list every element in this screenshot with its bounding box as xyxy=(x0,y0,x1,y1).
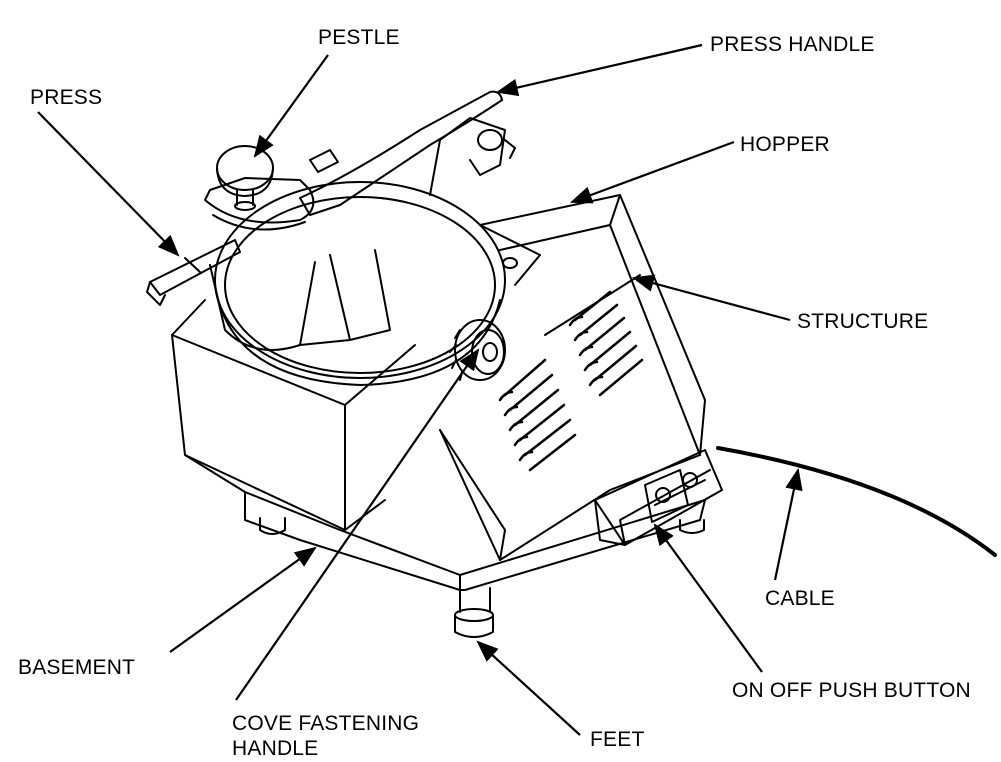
switch-box-drawing xyxy=(594,449,723,546)
vents-lower xyxy=(498,358,577,472)
leader-pestle xyxy=(253,54,329,158)
leader-on-off xyxy=(653,523,763,673)
vents-upper xyxy=(568,290,644,397)
structure-housing xyxy=(439,194,706,561)
leader-press xyxy=(37,111,180,257)
label-structure: STRUCTURE xyxy=(797,310,929,333)
feet-drawing xyxy=(259,517,705,638)
label-feet: FEET xyxy=(590,728,645,751)
front-box xyxy=(171,334,346,531)
hopper-bowl xyxy=(214,181,541,386)
label-pestle: PESTLE xyxy=(318,26,400,49)
leader-cable xyxy=(773,467,803,581)
leader-basement xyxy=(169,546,317,653)
label-basement: BASEMENT xyxy=(18,656,136,679)
label-cove-fastening-line1: COVE FASTENING xyxy=(232,712,420,735)
pestle-drawing xyxy=(216,145,274,211)
leader-feet xyxy=(476,640,581,736)
label-on-off-push-button: ON OFF PUSH BUTTON xyxy=(732,679,971,702)
label-press-handle: PRESS HANDLE xyxy=(710,33,875,56)
leader-structure xyxy=(631,274,791,322)
leader-hopper xyxy=(569,140,735,204)
label-hopper: HOPPER xyxy=(740,133,830,156)
press-handle-drawing xyxy=(299,90,516,216)
label-press: PRESS xyxy=(30,86,103,109)
leader-press-handle xyxy=(495,43,703,97)
press-assembly xyxy=(146,177,391,351)
label-cable: CABLE xyxy=(765,587,835,610)
leader-cove xyxy=(235,348,480,701)
leader-lines xyxy=(37,43,803,736)
cable-drawing xyxy=(716,446,997,557)
label-cove-fastening-line2: HANDLE xyxy=(232,737,319,760)
